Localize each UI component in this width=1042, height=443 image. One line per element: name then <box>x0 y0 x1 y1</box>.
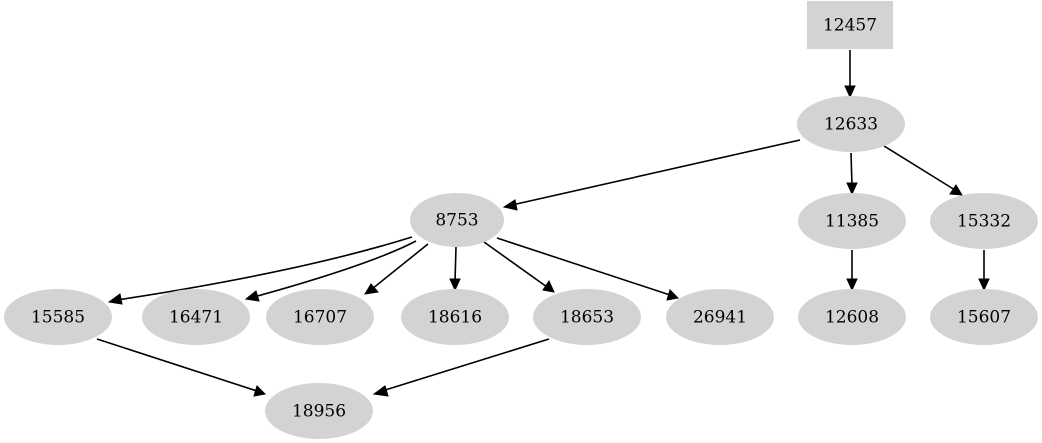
edges-layer <box>96 50 990 397</box>
edge-12633-to-15332 <box>883 145 963 196</box>
node-15607[interactable]: 15607 <box>930 289 1038 345</box>
arrowhead-icon <box>449 278 461 292</box>
edge-8753-to-16707 <box>364 243 429 295</box>
node-ellipse-shape[interactable] <box>797 96 905 152</box>
node-26941[interactable]: 26941 <box>666 289 774 345</box>
arrowhead-icon <box>949 184 963 196</box>
node-16471[interactable]: 16471 <box>142 289 250 345</box>
edge-12633-to-8753 <box>502 139 801 211</box>
edge-8753-to-15585 <box>107 236 413 305</box>
edge-line <box>253 240 417 298</box>
arrowhead-icon <box>844 85 856 99</box>
node-box-shape[interactable] <box>807 1 893 49</box>
arrowhead-icon <box>107 293 123 305</box>
edge-18653-to-18956 <box>372 338 550 397</box>
node-18616[interactable]: 18616 <box>401 289 509 345</box>
node-18956[interactable]: 18956 <box>265 383 373 439</box>
node-ellipse-shape[interactable] <box>4 289 112 345</box>
node-ellipse-shape[interactable] <box>265 383 373 439</box>
edge-line <box>381 338 550 392</box>
node-ellipse-shape[interactable] <box>666 289 774 345</box>
edge-12457-to-12633 <box>844 50 856 99</box>
nodes-layer: 12457 12633 11385 15332 12608 15607 8753 15585 1… <box>4 1 1038 439</box>
node-8753[interactable]: 8753 <box>410 193 504 247</box>
edge-15585-to-18956 <box>96 338 267 397</box>
edge-8753-to-26941 <box>496 237 680 301</box>
node-ellipse-shape[interactable] <box>142 289 250 345</box>
node-16707[interactable]: 16707 <box>266 289 374 345</box>
arrowhead-icon <box>253 385 267 397</box>
node-12457[interactable]: 12457 <box>807 1 893 49</box>
arrowhead-icon <box>666 289 680 301</box>
arrowhead-icon <box>846 278 858 292</box>
node-ellipse-shape[interactable] <box>930 289 1038 345</box>
edge-15332-to-15607 <box>978 250 990 292</box>
edge-12633-to-11385 <box>846 152 858 196</box>
edge-8753-to-18616 <box>449 246 461 292</box>
edge-line <box>371 243 429 290</box>
edge-line <box>850 152 853 187</box>
node-12608[interactable]: 12608 <box>798 289 906 345</box>
node-11385[interactable]: 11385 <box>798 193 906 249</box>
node-ellipse-shape[interactable] <box>266 289 374 345</box>
edge-line <box>483 241 548 288</box>
arrowhead-icon <box>364 283 379 295</box>
node-ellipse-shape[interactable] <box>533 289 641 345</box>
edge-8753-to-18653 <box>483 241 555 293</box>
arrowhead-icon <box>542 279 555 293</box>
edge-line <box>116 236 413 301</box>
node-ellipse-shape[interactable] <box>930 193 1038 249</box>
arrowhead-icon <box>372 385 389 397</box>
arrowhead-icon <box>846 182 858 196</box>
edge-11385-to-12608 <box>846 250 858 292</box>
node-12633[interactable]: 12633 <box>797 96 905 152</box>
node-15332[interactable]: 15332 <box>930 193 1038 249</box>
edge-line <box>883 145 956 191</box>
arrowhead-icon <box>502 199 518 211</box>
node-15585[interactable]: 15585 <box>4 289 112 345</box>
edge-line <box>96 338 258 392</box>
node-ellipse-shape[interactable] <box>401 289 509 345</box>
arrowhead-icon <box>978 278 990 292</box>
edge-8753-to-16471 <box>244 240 417 302</box>
edge-line <box>511 139 801 206</box>
edge-line <box>496 237 671 296</box>
arrowhead-icon <box>244 290 260 302</box>
node-ellipse-shape[interactable] <box>410 193 504 247</box>
node-ellipse-shape[interactable] <box>798 193 906 249</box>
edge-line <box>454 246 457 283</box>
node-18653[interactable]: 18653 <box>533 289 641 345</box>
node-ellipse-shape[interactable] <box>798 289 906 345</box>
